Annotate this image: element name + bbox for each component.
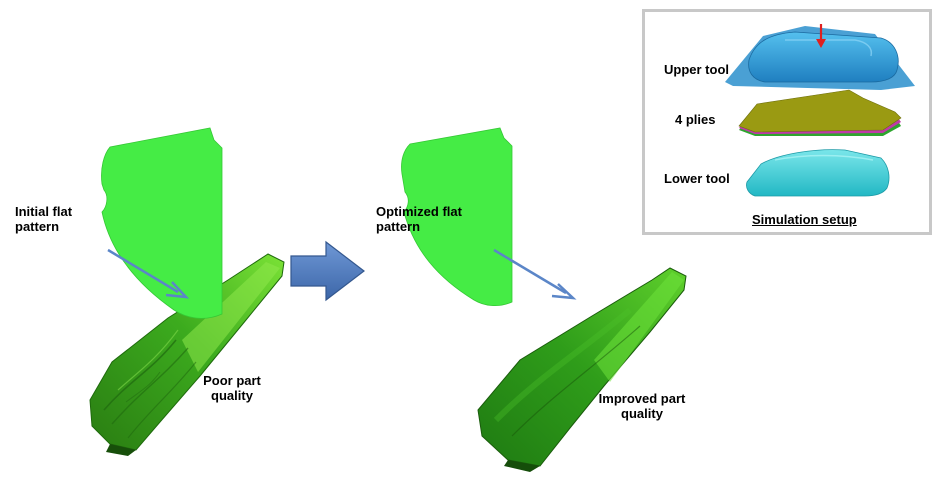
initial-pointer-arrow bbox=[107, 248, 190, 299]
inset-drawing bbox=[725, 24, 915, 197]
optimized-pointer-arrow bbox=[493, 248, 577, 300]
upper-tool-label: Upper tool bbox=[664, 62, 729, 77]
block-arrow-right-icon bbox=[290, 240, 365, 302]
improved-part-shape bbox=[477, 267, 687, 472]
optimized-flat-pattern-shape bbox=[401, 127, 513, 306]
optimized-pattern-label: Optimized flat pattern bbox=[376, 204, 462, 234]
improved-quality-label: Improved part quality bbox=[598, 391, 686, 421]
simulation-setup-inset: Upper tool 4 plies Lower tool Simulation… bbox=[642, 9, 932, 235]
simulation-setup-caption: Simulation setup bbox=[752, 212, 857, 227]
plies-shape bbox=[738, 89, 902, 136]
initial-flat-pattern-shape bbox=[101, 127, 223, 319]
press-arrow-icon bbox=[816, 24, 826, 48]
upper-tool-shape bbox=[725, 26, 915, 90]
lower-tool-label: Lower tool bbox=[664, 171, 730, 186]
plies-label: 4 plies bbox=[675, 112, 716, 127]
poor-quality-label: Poor part quality bbox=[203, 373, 261, 403]
lower-tool-shape bbox=[746, 149, 890, 197]
initial-pattern-label: Initial flat pattern bbox=[15, 204, 73, 234]
